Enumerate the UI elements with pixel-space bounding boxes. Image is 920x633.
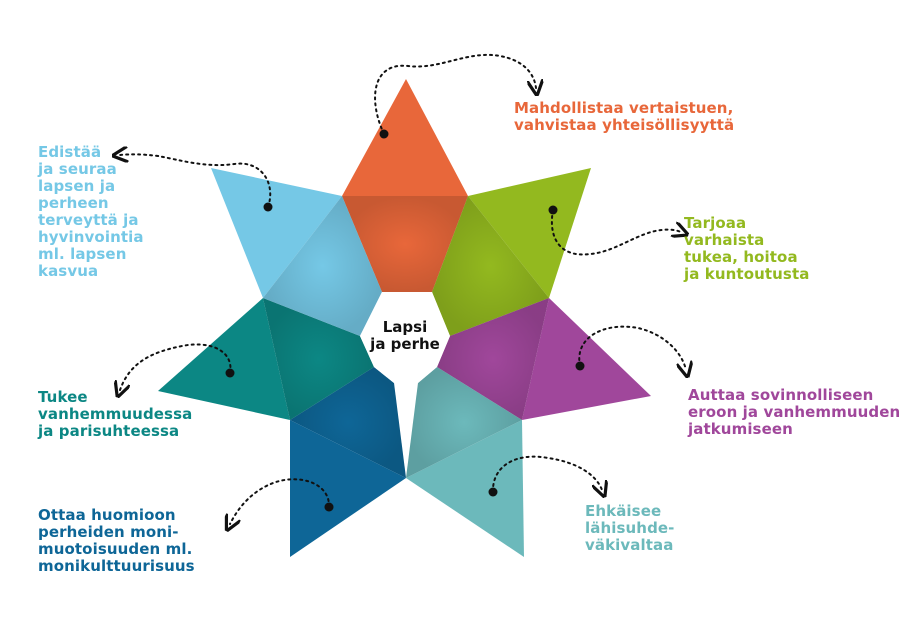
label-early-support: Tarjoaa varhaista tukea, hoitoa ja kunto… <box>684 214 810 283</box>
star-point-care <box>468 168 591 298</box>
star-point-diversity <box>290 420 406 557</box>
connector-diversity <box>230 478 331 524</box>
connector-dots <box>225 129 585 512</box>
star-point-parenting <box>158 298 290 420</box>
connectors <box>120 53 686 524</box>
star-point-peer <box>342 79 468 196</box>
center-label: Lapsi ja perhe <box>370 318 440 353</box>
connector-peer <box>374 53 536 135</box>
label-violence-prevention: Ehkäisee lähisuhde- väkivaltaa <box>585 502 675 554</box>
label-health-wellbeing: Edistää ja seuraa lapsen ja perheen terv… <box>38 143 144 280</box>
connector-health <box>120 154 272 208</box>
star-point-violence <box>406 420 524 557</box>
label-divorce-support: Auttaa sovinnolliseen eroon ja vanhemmuu… <box>688 386 901 438</box>
label-parenting-support: Tukee vanhemmuudessa ja parisuhteessa <box>38 388 193 440</box>
connector-violence <box>491 455 602 492</box>
connector-care <box>551 209 681 256</box>
connector-divorce <box>578 325 686 370</box>
star-point-health <box>211 168 342 298</box>
inner-shading <box>263 196 549 478</box>
label-peer-support: Mahdollistaa vertaistuen, vahvistaa yhte… <box>514 99 735 134</box>
star-point-divorce <box>522 298 651 420</box>
center-hub <box>360 292 450 383</box>
connector-parenting <box>120 343 232 390</box>
label-family-diversity: Ottaa huomioon perheiden moni- muotoisuu… <box>38 506 195 575</box>
